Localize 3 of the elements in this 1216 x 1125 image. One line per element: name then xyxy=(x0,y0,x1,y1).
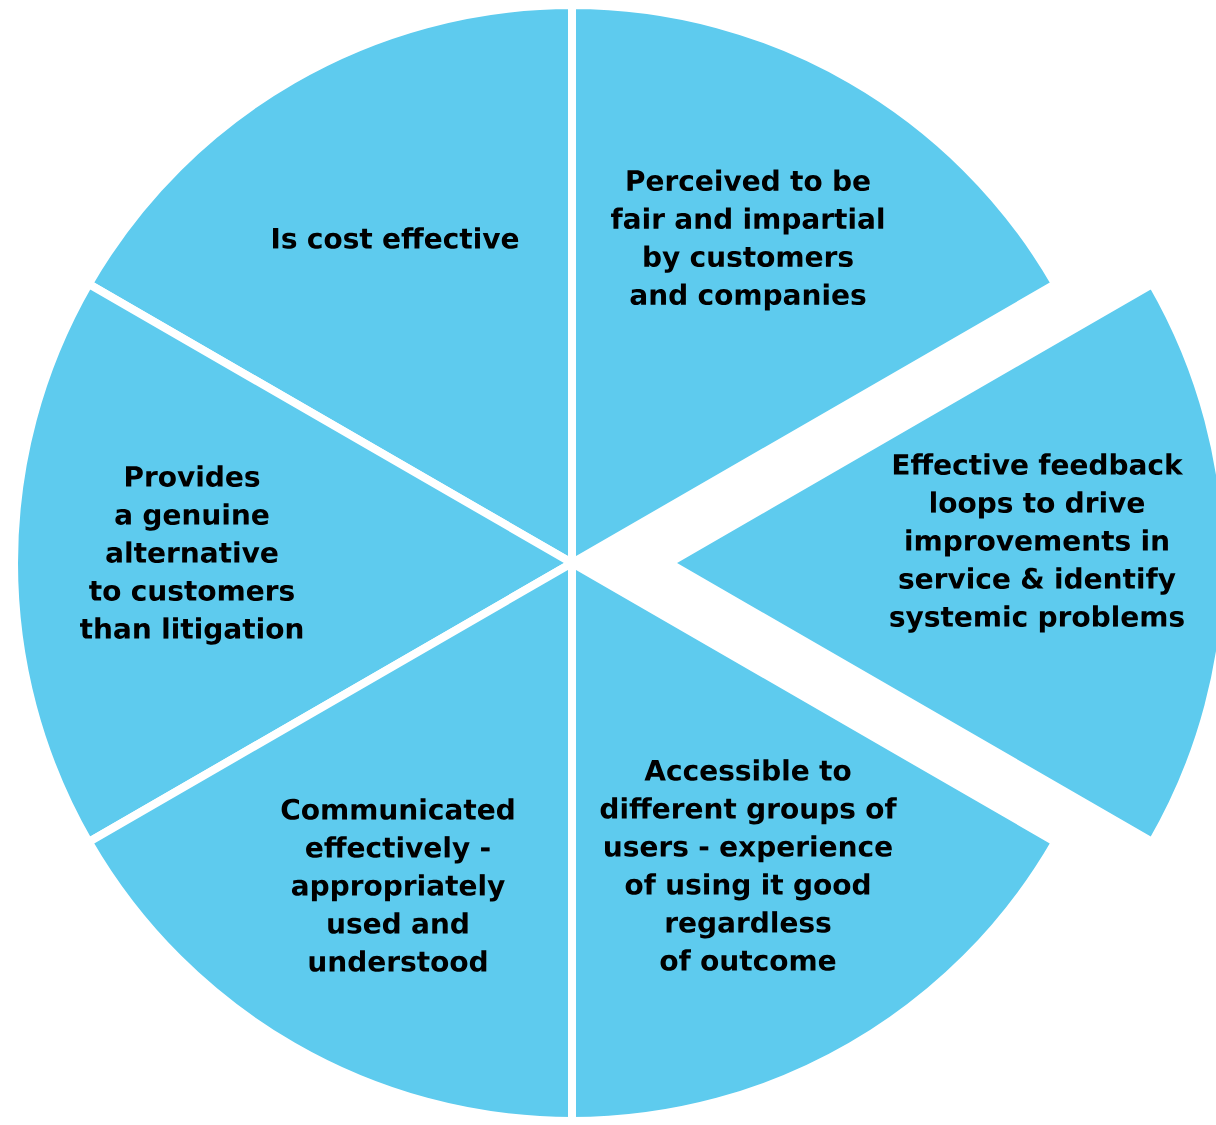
node-label: Communicated effectively - appropriately used and understood xyxy=(281,798,514,972)
node-label: Accessible to different groups of users - experience of using it good regardless of outcome xyxy=(600,759,897,971)
node-label: Effective feedback loops to drive improvements in service & identify systemic problems xyxy=(890,453,1184,633)
